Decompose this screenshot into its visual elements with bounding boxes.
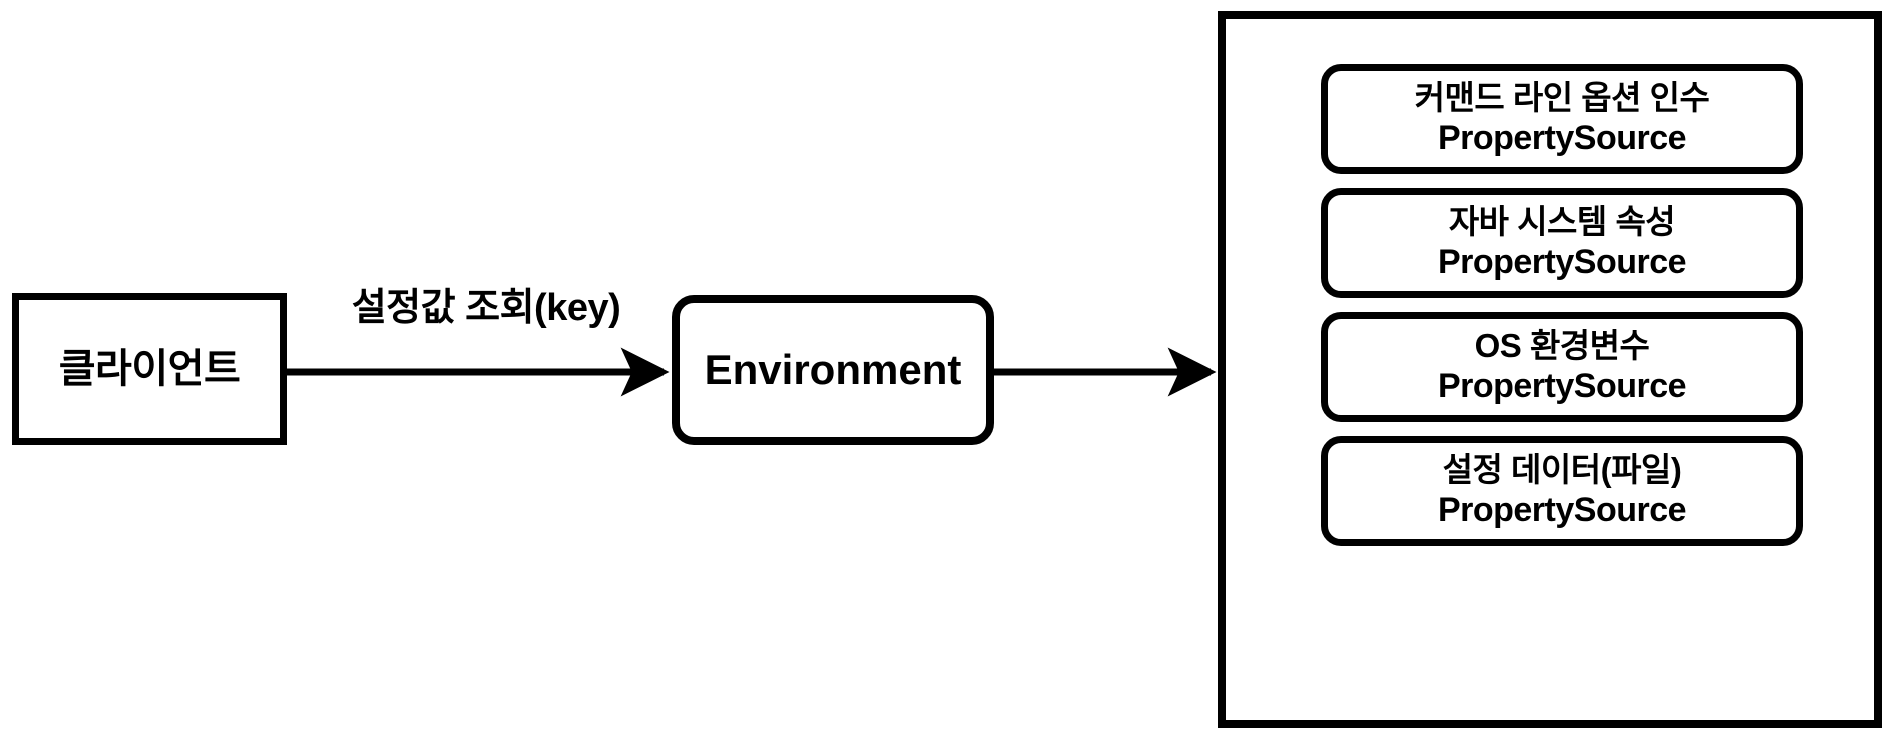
propertysource-list: 커맨드 라인 옵션 인수 PropertySource 자바 시스템 속성 Pr…: [1321, 64, 1803, 546]
propertysource-type: PropertySource: [1437, 367, 1687, 406]
environment-label: Environment: [704, 345, 962, 393]
propertysource-container: 커맨드 라인 옵션 인수 PropertySource 자바 시스템 속성 Pr…: [1218, 11, 1882, 728]
propertysource-item-config-data-file: 설정 데이터(파일) PropertySource: [1321, 436, 1803, 546]
propertysource-type: PropertySource: [1437, 491, 1687, 530]
propertysource-type: PropertySource: [1437, 119, 1687, 158]
propertysource-title: 자바 시스템 속성: [1448, 203, 1676, 241]
propertysource-item-java-system-properties: 자바 시스템 속성 PropertySource: [1321, 188, 1803, 298]
propertysource-title: 커맨드 라인 옵션 인수: [1414, 79, 1710, 117]
propertysource-item-os-environment-variables: OS 환경변수 PropertySource: [1321, 312, 1803, 422]
client-node: 클라이언트: [12, 293, 287, 445]
propertysource-type: PropertySource: [1437, 243, 1687, 282]
request-arrow-label: 설정값 조회(key): [351, 287, 621, 329]
client-label: 클라이언트: [58, 347, 241, 391]
propertysource-title: OS 환경변수: [1474, 327, 1650, 365]
environment-node: Environment: [672, 295, 994, 445]
propertysource-title: 설정 데이터(파일): [1442, 451, 1682, 489]
propertysource-item-command-line-args: 커맨드 라인 옵션 인수 PropertySource: [1321, 64, 1803, 174]
